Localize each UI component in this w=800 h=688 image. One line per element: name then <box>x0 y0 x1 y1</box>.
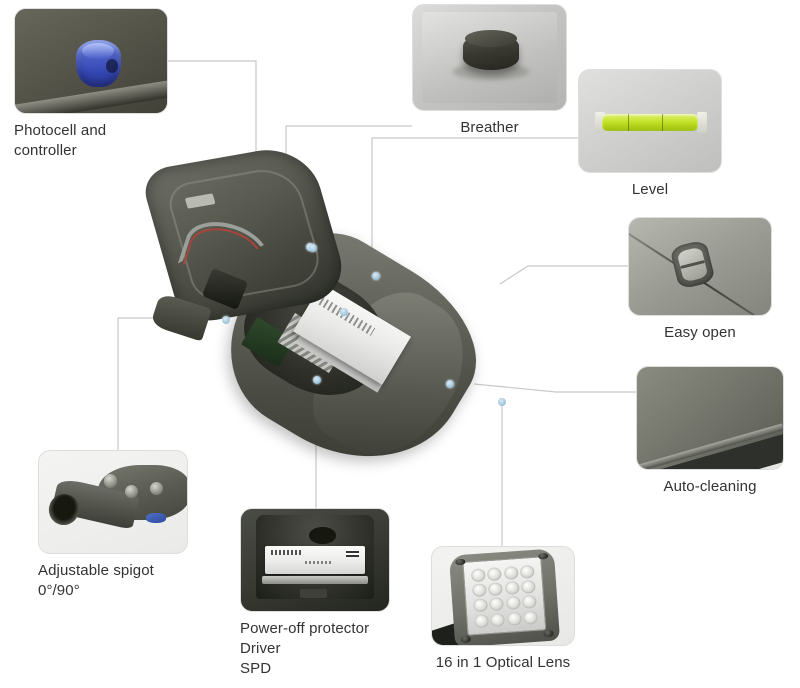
anchor-dot-spigot <box>222 316 230 324</box>
callout-power-off-protector[interactable]: Power-off protector Driver SPD <box>240 508 390 678</box>
callout-level[interactable]: Level <box>578 69 722 200</box>
callout-auto-cleaning-label: Auto-cleaning <box>663 478 757 495</box>
callout-adjustable-spigot-label: Adjustable spigot 0°/90° <box>38 562 154 599</box>
level-vial-thumbnail <box>578 69 722 173</box>
callout-breather-label: Breather <box>460 119 519 136</box>
anchor-dot-breather <box>309 244 317 252</box>
photocell-receptacle-thumbnail <box>14 8 168 114</box>
callout-easy-open[interactable]: Easy open <box>628 217 772 343</box>
callout-easy-open-label: Easy open <box>664 324 736 341</box>
callout-power-off-protector-label: Power-off protector Driver SPD <box>240 620 370 677</box>
anchor-dot-optical-lens <box>498 398 506 406</box>
callout-photocell[interactable]: Photocell and controller <box>14 8 168 161</box>
callout-photocell-label: Photocell and controller <box>14 122 107 159</box>
callout-optical-lens[interactable]: 16 in 1 Optical Lens <box>431 546 575 673</box>
product-image <box>138 142 530 499</box>
driver-compartment-thumbnail <box>240 508 390 612</box>
callout-adjustable-spigot[interactable]: Adjustable spigot 0°/90° <box>38 450 188 601</box>
callout-level-label: Level <box>631 181 669 198</box>
anchor-dot-level <box>372 272 380 280</box>
callout-auto-cleaning[interactable]: Auto-cleaning <box>636 366 784 497</box>
anchor-dot-power-off <box>313 376 321 384</box>
callout-breather[interactable]: Breather <box>412 4 567 138</box>
easy-open-latch-thumbnail <box>628 217 772 316</box>
optical-lens-thumbnail <box>431 546 575 646</box>
breather-cap-thumbnail <box>412 4 567 111</box>
anchor-dot-easy-open <box>340 308 348 316</box>
anchor-dot-auto-cleaning <box>446 380 454 388</box>
auto-cleaning-surface-thumbnail <box>636 366 784 470</box>
callout-optical-lens-label: 16 in 1 Optical Lens <box>435 654 571 671</box>
adjustable-spigot-thumbnail <box>38 450 188 554</box>
